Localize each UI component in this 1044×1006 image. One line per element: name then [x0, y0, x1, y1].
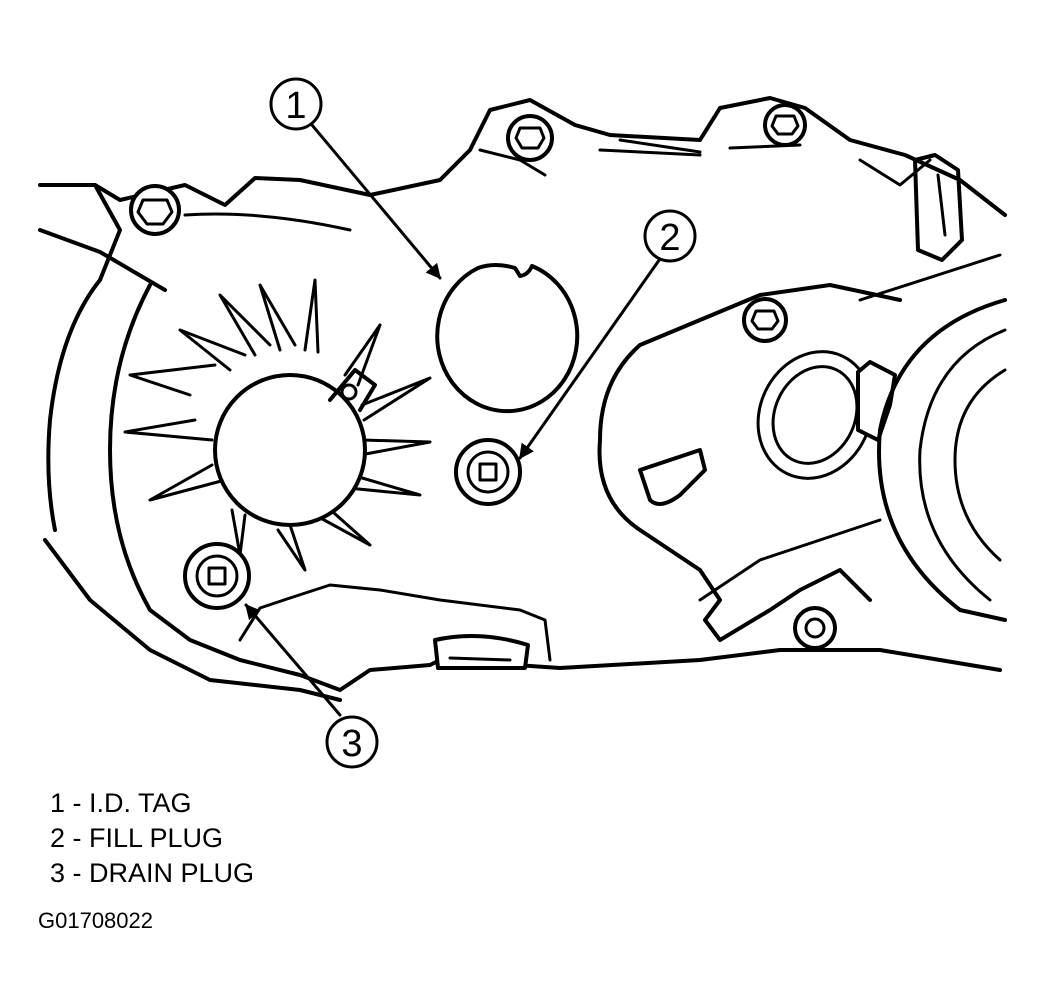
callout-number: 1 [285, 85, 306, 127]
leader-arrow-1 [310, 123, 442, 280]
leader-arrows [244, 123, 664, 717]
callout-3: 3 [325, 715, 379, 769]
leader-arrow-2 [518, 254, 664, 460]
legend: 1 - I.D. TAG 2 - FILL PLUG 3 - DRAIN PLU… [50, 786, 254, 891]
figure-id: G01708022 [38, 908, 153, 933]
bolt-top-center [506, 114, 554, 162]
legend-item: 2 - FILL PLUG [50, 823, 224, 853]
leader-arrow-3 [244, 603, 342, 717]
callout-2: 2 [643, 209, 697, 263]
bracket [913, 153, 964, 262]
legend-item: 3 - DRAIN PLUG [50, 858, 255, 888]
cooling-fins [123, 278, 432, 572]
bolt-bottom-right [793, 606, 837, 650]
id-tag [435, 263, 580, 414]
bolt-top-right [763, 103, 807, 147]
callout-number: 2 [659, 217, 680, 259]
shaft-bore-left [213, 368, 377, 527]
callout-1: 1 [269, 77, 323, 131]
bolt-top-left [129, 184, 181, 236]
fill-plug [454, 438, 522, 506]
lower-tab [433, 634, 530, 670]
bolt-right-mid [742, 297, 788, 343]
case-housing [38, 96, 1007, 702]
legend-item: 1 - I.D. TAG [50, 788, 192, 818]
output-housing-right [597, 253, 1007, 642]
drain-plug [183, 542, 251, 610]
callout-number: 3 [341, 723, 362, 765]
